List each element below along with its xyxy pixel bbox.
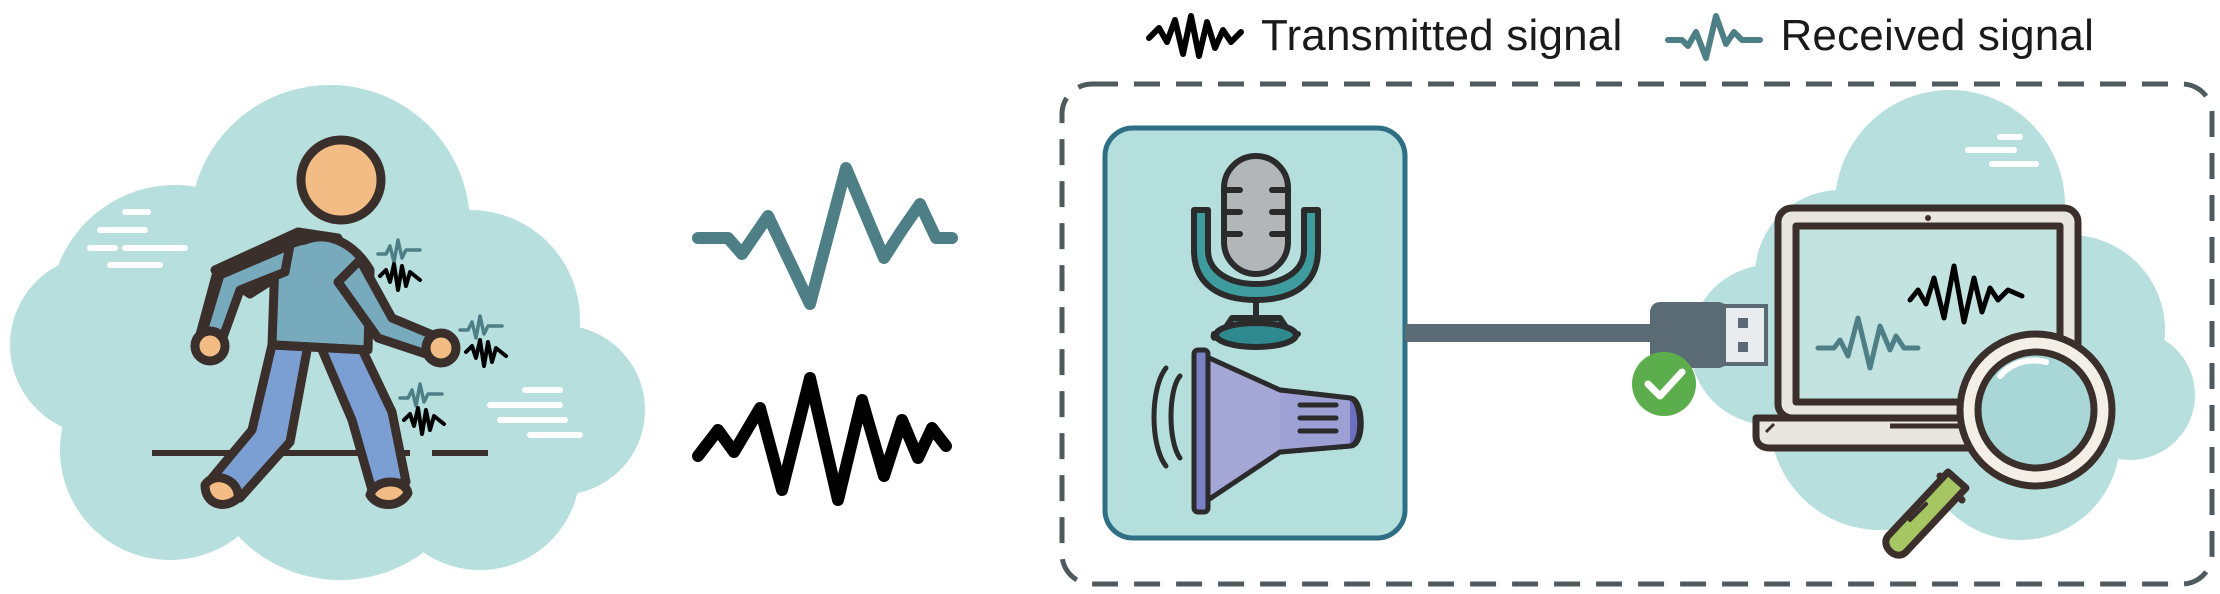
magnifying-glass-icon — [1882, 330, 2116, 559]
wind-lines-right — [1965, 134, 2039, 167]
microphone-icon — [1191, 153, 1321, 350]
legend-received-label: Received signal — [1780, 11, 2095, 60]
person-cloud-illustration — [10, 85, 645, 580]
legend: Transmitted signal Received signal — [1145, 8, 2136, 64]
laptop-received-wave — [1815, 315, 1921, 371]
walking-person-icon — [190, 135, 461, 509]
system-dashed-border — [1059, 81, 2215, 587]
transmitted-signal-swatch-icon — [1146, 13, 1244, 59]
check-badge-icon — [1632, 352, 1696, 416]
legend-transmitted-label: Transmitted signal — [1261, 11, 1623, 60]
laptop-transmitted-wave — [1907, 263, 2025, 325]
received-signal-wave — [692, 162, 958, 310]
received-signal-swatch-icon — [1665, 13, 1764, 61]
loudspeaker-icon — [1151, 347, 1364, 515]
wind-lines-left — [87, 209, 583, 438]
usb-plug-icon — [1650, 302, 1768, 368]
person-signal-waves — [376, 238, 508, 436]
legend-item-received: Received signal — [1664, 8, 2094, 64]
transmitted-signal-wave — [692, 372, 952, 506]
legend-item-transmitted: Transmitted signal — [1145, 8, 1622, 64]
